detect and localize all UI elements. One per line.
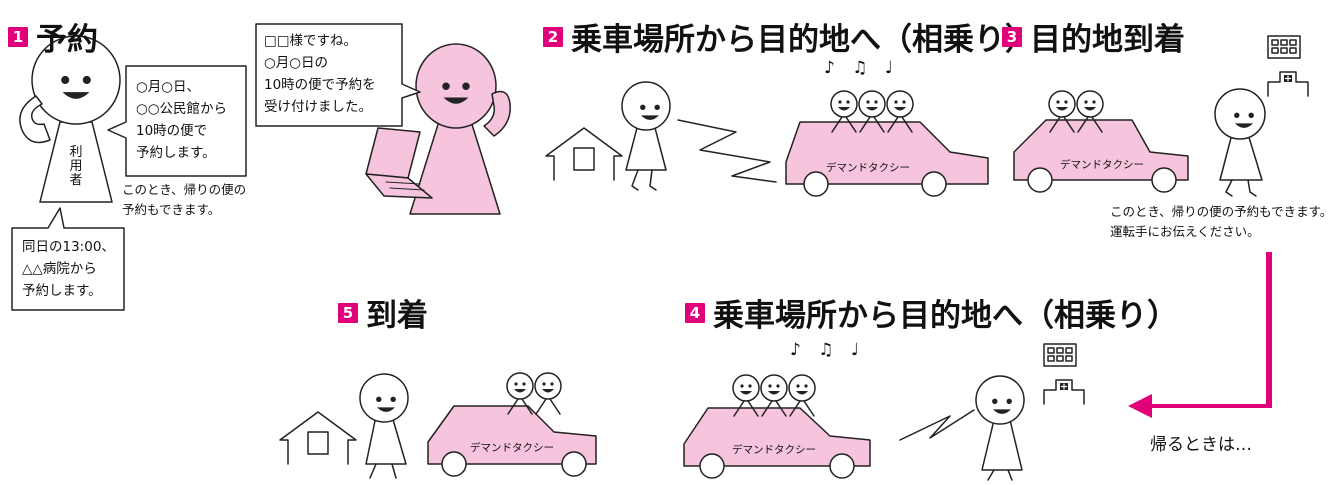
return-bubble-text: 同日の13:00、 △△病院から 予約します。 (22, 239, 115, 299)
rider-figure (621, 81, 671, 191)
user-figure (19, 35, 121, 203)
user-label: 利 用 者 (69, 145, 83, 188)
home-rider-figure (359, 373, 409, 479)
taxi-label: デマンドタクシー (826, 162, 910, 174)
step-5-number: 5 (338, 302, 358, 323)
operator-speech-bubble (255, 23, 421, 127)
step-5-heading: 5 到着 (338, 290, 428, 335)
return-arrow-icon (1128, 252, 1272, 418)
return-speech-bubble (11, 207, 125, 311)
operator-figure (365, 43, 511, 215)
step-4-heading: 4 乗車場所から目的地へ（相乗り） (685, 290, 1178, 335)
music-notes: ♪ ♫ ♩ (824, 58, 899, 78)
hospital-icon (1267, 35, 1309, 97)
step-2-heading: 2 乗車場所から目的地へ（相乗り） (543, 14, 1036, 59)
waiting-rider-figure (975, 375, 1025, 481)
step-1-heading: 1 予約 (8, 14, 98, 59)
music-notes-return: ♪ ♫ ♩ (790, 340, 865, 360)
house-icon-home (279, 411, 357, 465)
taxi-icon-return (683, 374, 871, 479)
user-speech-bubble (107, 65, 247, 177)
step-3-title: 目的地到着 (1030, 22, 1185, 58)
dropped-rider-figure (1214, 88, 1266, 197)
user-note: このとき、帰りの便の 予約もできます。 (122, 182, 247, 217)
step-2-number: 2 (543, 26, 563, 47)
step-4-number: 4 (685, 302, 705, 323)
taxi-label-arrived: デマンドタクシー (1060, 159, 1144, 171)
taxi-label-return: デマンドタクシー (732, 444, 816, 456)
step-1-title: 予約 (36, 22, 98, 58)
phone-signal-icon (677, 119, 777, 183)
hospital-icon-return (1043, 343, 1085, 405)
step-1-number: 1 (8, 26, 28, 47)
house-icon (545, 127, 623, 181)
operator-bubble-text: □□様ですね。 ○月○日の 10時の便で予約を 受け付けました。 (264, 33, 376, 115)
user-bubble-text: ○月○日、 ○○公民館から 10時の便で 予約します。 (136, 79, 228, 161)
arrival-note: このとき、帰りの便の予約もできます。 運転手にお伝えください。 (1110, 204, 1333, 239)
step-4-title: 乗車場所から目的地へ（相乗り） (713, 298, 1178, 334)
taxi-label-home: デマンドタクシー (470, 442, 554, 454)
step-3-heading: 3 目的地到着 (1002, 14, 1185, 59)
taxi-icon-home (427, 372, 597, 477)
return-label: 帰るときは… (1150, 435, 1252, 455)
step-2-title: 乗車場所から目的地へ（相乗り） (571, 22, 1036, 58)
taxi-icon-arrived (1013, 90, 1189, 193)
taxi-icon (785, 90, 989, 197)
step-5-title: 到着 (366, 298, 428, 334)
step-3-number: 3 (1002, 26, 1022, 47)
phone-signal-icon-return (899, 409, 975, 441)
